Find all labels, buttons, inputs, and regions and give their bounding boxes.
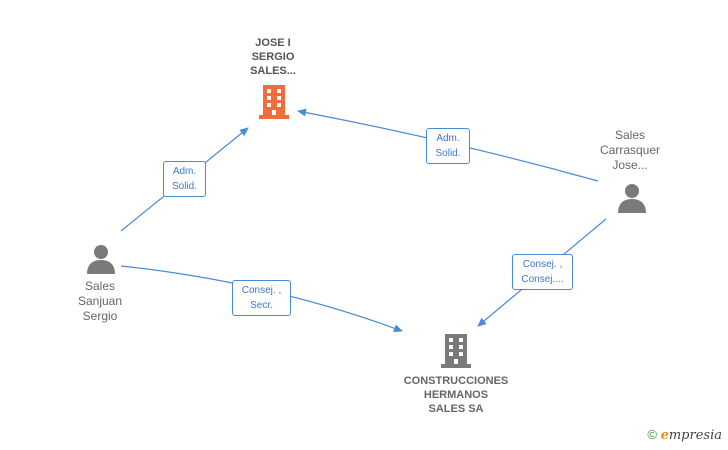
edge-label-carrasquer-jose: Adm. Solid.: [426, 128, 470, 164]
company-label-construcciones[interactable]: CONSTRUCCIONES HERMANOS SALES SA: [403, 375, 509, 415]
building-icon[interactable]: [441, 334, 471, 368]
copyright-icon: ©: [647, 427, 657, 442]
brand-logo: empresia: [660, 428, 722, 443]
person-icon[interactable]: [617, 183, 647, 213]
person-label-carrasquer[interactable]: Sales Carrasquer Jose...: [599, 128, 661, 172]
edge-label-carrasquer-construcciones: Consej. , Consej....: [512, 254, 573, 290]
edge-label-sanjuan-construcciones: Consej. , Secr.: [232, 280, 291, 316]
person-icon[interactable]: [86, 244, 116, 274]
empresia-watermark: © empresia: [647, 427, 722, 443]
edge-label-sanjuan-jose: Adm. Solid.: [163, 161, 206, 197]
building-icon[interactable]: [259, 85, 289, 119]
person-label-sanjuan[interactable]: Sales Sanjuan Sergio: [77, 279, 123, 323]
company-label-jose-sergio[interactable]: JOSE I SERGIO SALES...: [250, 37, 296, 77]
